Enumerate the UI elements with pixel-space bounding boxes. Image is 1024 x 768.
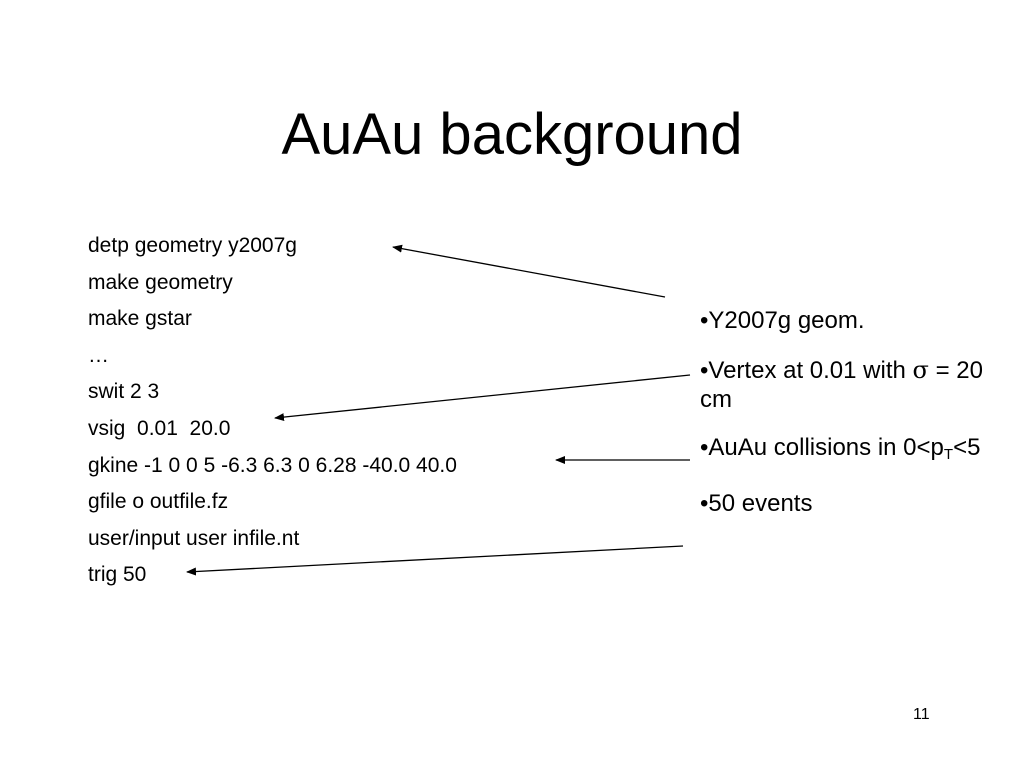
command-line: make gstar — [88, 307, 192, 331]
note-collisions-text-b: <5 — [953, 434, 981, 461]
note-vertex-text-b: = 20 cm — [700, 357, 983, 413]
note-vertex-text-a: •Vertex at 0.01 with — [700, 357, 913, 384]
command-line: user/input user infile.nt — [88, 526, 300, 550]
command-line: vsig 0.01 20.0 — [88, 416, 231, 440]
note-geometry: •Y2007g geom. — [700, 306, 990, 335]
command-line: make geometry — [88, 270, 233, 294]
note-collisions: •AuAu collisions in 0<pT<5 — [700, 433, 990, 469]
command-line: gfile o outfile.fz — [88, 490, 229, 514]
command-line: detp geometry y2007g — [88, 234, 297, 257]
pt-subscript: T — [943, 446, 954, 463]
page-number: 11 — [913, 706, 930, 723]
note-events: •50 events — [700, 489, 990, 518]
command-line: trig 50 — [88, 563, 147, 587]
notes-list: •Y2007g geom. •Vertex at 0.01 with σ = 2… — [700, 306, 990, 518]
command-list: detp geometry y2007g make geometry make … — [88, 228, 457, 594]
slide-title: AuAu background — [281, 102, 743, 167]
command-line: gkine -1 0 0 5 -6.3 6.3 0 6.28 -40.0 40.… — [88, 453, 457, 477]
note-events-text: •50 events — [700, 490, 813, 517]
sigma-symbol: σ — [912, 356, 929, 384]
command-line: … — [88, 343, 109, 367]
note-vertex: •Vertex at 0.01 with σ = 20 cm — [700, 356, 990, 414]
note-collisions-text-a: •AuAu collisions in 0<p — [700, 434, 944, 461]
note-geometry-text: •Y2007g geom. — [700, 307, 865, 334]
command-line: swit 2 3 — [88, 380, 160, 404]
